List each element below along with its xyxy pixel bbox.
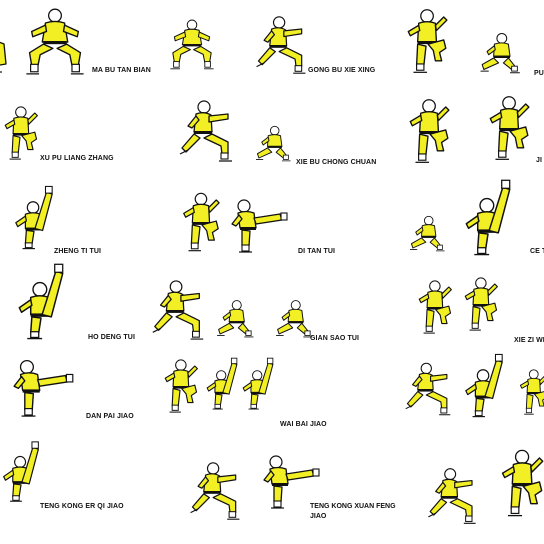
figure-ma-bu-tan-bian [25,8,85,75]
figure-di-tan-tui [231,199,288,253]
figure-xu-pu-liang-zhang [4,106,38,160]
figure-ho-deng-tui [18,263,64,340]
figure-xie-bu-chong-chuan [256,125,292,162]
pose-label-teng-kong-er-qi-jiao: TENG KONG ER QI JIAO [40,503,124,510]
figure-gian-sao-tui [275,300,313,338]
figure-ji-2 [489,96,530,160]
pose-label-xie-bu-chong-chuan: XIE BU CHONG CHUAN [296,159,377,166]
figure-ce-t [465,179,511,256]
pose-label-pu: PU [534,70,544,77]
pose-label-teng-kong-xuan-feng-jiao: TENG KONG XUAN FENG JIAO [310,503,396,520]
pose-label-dan-pai-jiao: DAN PAI JIAO [86,413,134,420]
pose-label-xie-zi-wi: XIE ZI WI [514,337,544,344]
figure-xie-zi-1 [418,280,452,334]
figure-gian-sao-2 [216,300,254,338]
pose-label-xu-pu-liang-zhang: XU PU LIANG ZHANG [40,155,114,162]
figure-row5-right-1 [405,362,451,416]
figure-ce-1 [410,215,446,252]
figure-wai-bai-2 [206,357,238,410]
pose-label-gian-sao-tui: GIAN SAO TUI [310,335,360,342]
figure-xie-zi-wi [464,277,498,331]
figure-row5-right-3 [519,369,544,415]
figure-row6-right-1 [427,468,477,524]
figure-partial-left-edge [0,41,7,73]
figure-pu-2 [480,32,521,74]
figure-xie-bu-1 [179,100,233,162]
figure-gong-bu-xie-xing [255,16,307,74]
figure-gian-sao-1 [152,280,204,340]
figure-row6-right-2 [501,449,544,517]
pose-label-ce-t: CE T [530,248,544,255]
figure-pu-1 [407,9,448,73]
pose-label-gong-bu-xie-xing: GONG BU XIE XING [308,67,376,74]
figure-row5-right-2 [465,353,503,418]
pose-label-ma-bu-tan-bian: MA BU TAN BIAN [92,67,151,74]
pose-label-di-tan-tui: DI TAN TUI [298,248,336,255]
figure-zheng-ti-tui [15,185,53,250]
figure-ji-1 [409,99,450,163]
figure-di-tan-1 [183,192,220,252]
figure-wai-bai-1 [164,359,198,413]
pose-label-ji: JI [536,157,543,164]
pose-label-ho-deng-tui: HO DENG TUI [88,334,135,341]
figure-teng-kong-1 [189,462,241,520]
figure-wai-bai-jiao [242,357,274,410]
pose-label-zheng-ti-tui: ZHENG TI TUI [54,248,102,255]
figure-gong-bu-1 [169,19,215,70]
figure-dan-pai-jiao [13,359,74,417]
pose-label-wai-bai-jiao: WAI BAI JIAO [280,421,327,428]
figure-teng-kong-er-qi-jiao [3,441,39,502]
